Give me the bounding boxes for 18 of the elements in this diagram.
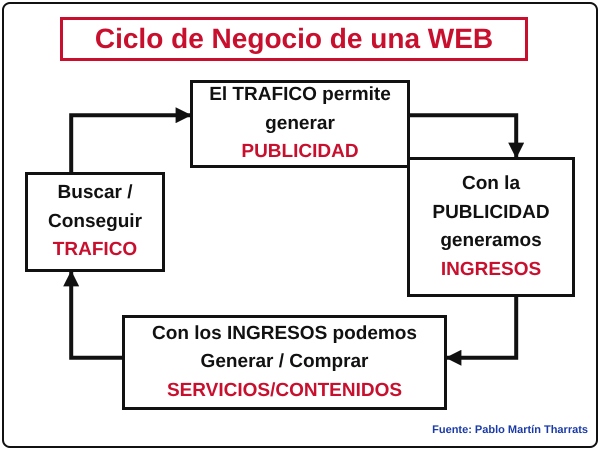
box-text: SERVICIOS/CONTENIDOS: [166, 378, 402, 403]
box-text: Con la PUBLICIDAD generamos: [431, 172, 551, 253]
arrow: [69, 107, 192, 172]
process-box: [407, 157, 575, 297]
source-note: Fuente: Pablo Martín Tharrats: [432, 424, 588, 436]
process-box: [25, 172, 165, 272]
box-text: INGRESOS: [440, 258, 542, 282]
arrow: [410, 113, 524, 159]
arrow: [63, 270, 122, 360]
title: Ciclo de Negocio de una WEB: [60, 17, 528, 61]
box-text: Con los INGRESOS podemos Generar / Comprar: [151, 322, 418, 374]
box-text: TRAFICO: [52, 238, 138, 262]
box-text: Buscar / Conseguir: [47, 181, 143, 234]
box-text: El TRAFICO permite generar: [208, 83, 392, 136]
arrow: [445, 297, 518, 366]
process-box: [190, 80, 410, 168]
process-box: [122, 315, 447, 410]
box-text: PUBLICIDAD: [241, 140, 359, 164]
